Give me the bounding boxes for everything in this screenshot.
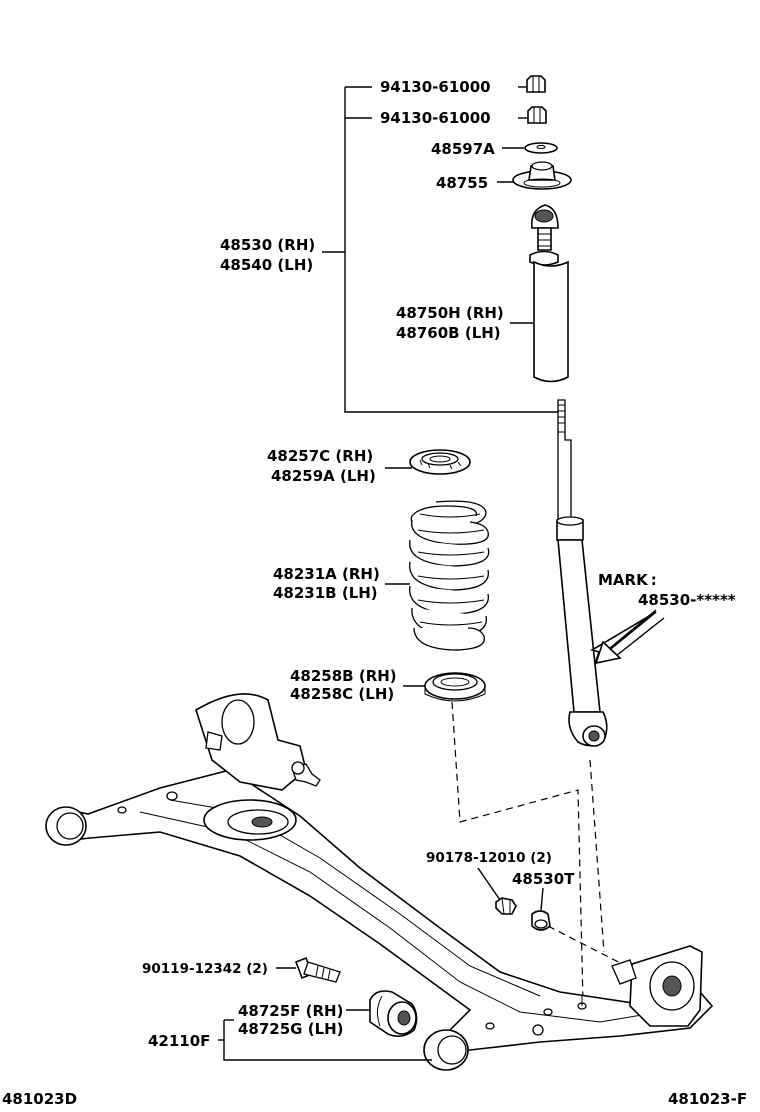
label-bumper-rh: 48750H (RH) [396,304,504,322]
absorber-bracket [322,86,558,687]
axle-beam-part [45,693,714,1071]
label-bumper-lh: 48760B (LH) [396,324,501,342]
label-axle-beam: 42110F [148,1032,210,1050]
label-spring-lh: 48231B (LH) [273,584,378,602]
label-washer: 48597A [431,140,495,158]
shock-absorber-upper [529,204,569,383]
upper-insulator-part [409,449,471,475]
label-bushing-lh: 48725G (LH) [238,1020,344,1038]
label-cushion: 48530T [512,870,575,888]
support-part [512,161,572,190]
label-upper-insulator-lh: 48259A (LH) [271,467,376,485]
bolt-part [276,956,341,983]
shock-absorber-lower [556,399,608,747]
part-labels: 94130-61000 94130-61000 48597A 48755 485… [2,78,747,1108]
label-bushing-rh: 48725F (RH) [238,1002,343,1020]
bushing-part [346,990,418,1038]
washer-part [524,142,558,154]
small-nut-part [477,867,517,915]
label-nut-bolt: 90178-12010 (2) [426,850,552,866]
label-absorber-lh: 48540 (LH) [220,256,313,274]
label-nut-lower: 94130-61000 [380,109,491,127]
axle-bracket [218,1019,432,1061]
coil-spring-part [409,500,490,651]
cushion-part [531,887,551,931]
label-nut-upper: 94130-61000 [380,78,491,96]
label-mark-value: 48530-***** [638,591,736,609]
lower-insulator-part [424,672,486,702]
label-bolt: 90119-12342 (2) [142,961,268,977]
footer-right-code: 481023-F [668,1090,747,1108]
label-support: 48755 [436,174,488,192]
label-mark: MARK : [598,571,657,589]
nut-lower-part [527,106,547,124]
footer-left-code: 481023D [2,1090,77,1108]
nut-upper-part [526,75,546,93]
dashed-leaders [451,701,631,1003]
label-lower-insulator-rh: 48258B (RH) [290,667,397,685]
label-lower-insulator-lh: 48258C (LH) [290,685,394,703]
label-spring-rh: 48231A (RH) [273,565,380,583]
label-upper-insulator-rh: 48257C (RH) [267,447,373,465]
label-absorber-rh: 48530 (RH) [220,236,315,254]
mark-arrow [589,609,665,665]
